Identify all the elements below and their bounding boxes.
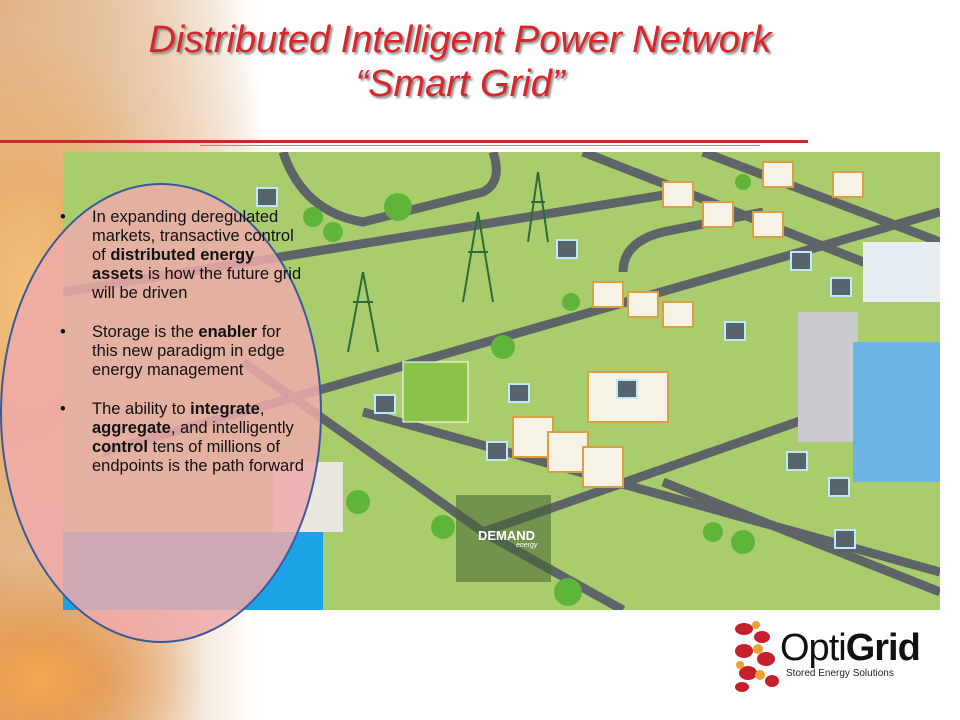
hospital <box>863 242 940 302</box>
title-divider-thin <box>200 145 760 146</box>
demand-badge-sub: energy <box>516 542 538 549</box>
title-divider <box>0 140 808 143</box>
title-line-2: “Smart Grid” <box>355 63 565 105</box>
molecule-logo-icon <box>735 621 779 692</box>
houses <box>512 161 864 488</box>
title-line-1: Distributed Intelligent Power Network <box>148 19 772 61</box>
solar-building <box>402 361 469 423</box>
bullet-item: In expanding deregulated markets, transa… <box>58 208 308 303</box>
bullet-item: The ability to integrate, aggregate, and… <box>58 400 308 476</box>
office-tower <box>798 312 858 442</box>
logo-tagline: Stored Energy Solutions <box>786 668 894 679</box>
storage-nodes <box>256 187 856 549</box>
demand-energy-badge: DEMAND energy <box>456 495 551 582</box>
optigrid-logo: OptiGrid Stored Energy Solutions <box>730 615 950 695</box>
logo-wordmark: OptiGrid <box>780 627 921 669</box>
bullet-item: Storage is the enabler for this new para… <box>58 323 308 380</box>
power-towers <box>347 171 549 353</box>
demand-badge-name: DEMAND <box>478 528 536 543</box>
bullet-list: In expanding deregulated markets, transa… <box>58 208 308 496</box>
slide-title: Distributed Intelligent Power Network “S… <box>0 18 920 106</box>
glass-tower <box>853 342 940 482</box>
trees <box>303 174 755 606</box>
